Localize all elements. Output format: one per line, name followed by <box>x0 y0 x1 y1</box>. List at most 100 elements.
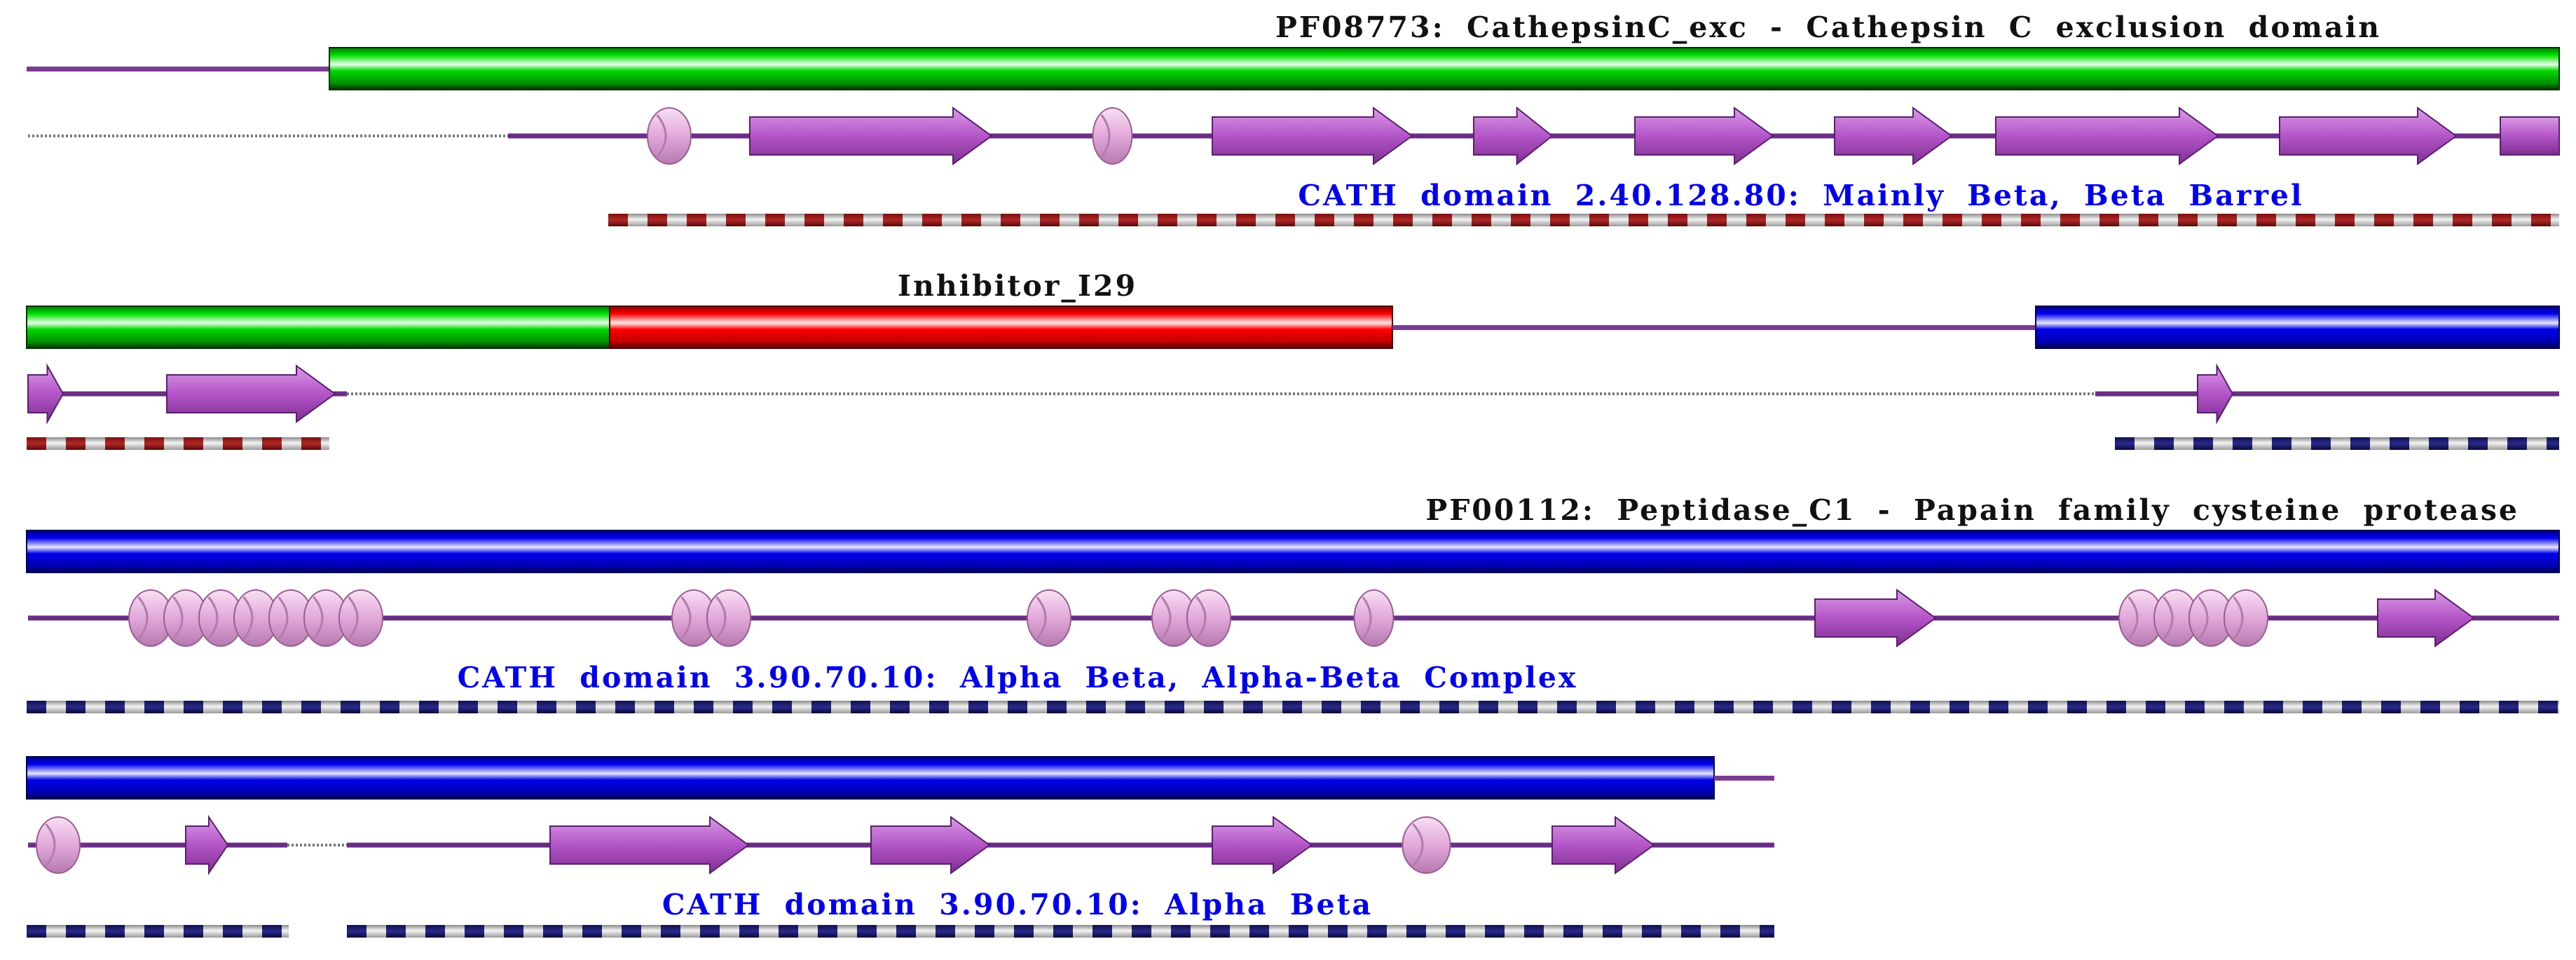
strand-arrow <box>2279 107 2458 165</box>
cath-bar-dash <box>262 925 282 938</box>
cath-bar-dash <box>2021 214 2041 226</box>
cath-bar-dash <box>2115 437 2135 450</box>
helix-turn-shade <box>1412 823 1424 868</box>
cath-bar-dash <box>1354 214 1373 226</box>
cath-bar-dash <box>419 701 439 713</box>
strand-segment <box>27 363 64 425</box>
cath-label-3-90-70-10-alpha-beta: CATH domain 3.90.70.10: Alpha Beta <box>662 888 1373 921</box>
helix-turn-shade <box>2233 596 2244 640</box>
helix-turn-shade <box>1036 596 1047 640</box>
cath-bar-dash <box>2311 437 2331 450</box>
cath-bar-dash <box>2460 701 2479 713</box>
cath-bar-dash <box>504 925 523 938</box>
cath-bar-dash <box>936 925 955 938</box>
cath-bar-dash <box>2350 437 2370 450</box>
cath-bar-dash <box>1675 701 1694 713</box>
cath-bar-dash <box>66 925 85 938</box>
cath-bar-dash <box>2256 214 2276 226</box>
cath-bar-dash <box>1982 214 2001 226</box>
helix-turn <box>1353 589 1395 647</box>
cath-bar-dash <box>2067 701 2087 713</box>
cath-bar-dash <box>2342 701 2362 713</box>
cath-bar-dash <box>2154 437 2174 450</box>
cath-bar-dash <box>1518 701 1537 713</box>
cath-bar-dash <box>1092 925 1112 938</box>
secondary-structure-track <box>27 363 2559 425</box>
cath-bar-dash <box>1943 214 1962 226</box>
strand-segment <box>1212 816 1313 875</box>
cath-bar-dash <box>1132 925 1151 938</box>
helix-turn <box>338 589 383 647</box>
pfam-label-peptidase-c1: PF00112: Peptidase_C1 - Papain family cy… <box>1425 493 2519 527</box>
cath-bar-dash <box>2507 437 2527 450</box>
cath-bar-dash <box>1322 701 1341 713</box>
strand-segment <box>749 107 993 165</box>
cath-bar-dash <box>1361 701 1381 713</box>
strand-segment <box>1814 589 1937 647</box>
strand-segment <box>1551 816 1655 875</box>
cath-bar-dash <box>2429 437 2448 450</box>
cath-bar-dash <box>1165 701 1184 713</box>
cath-bar-dash <box>105 701 125 713</box>
cath-bar-dash <box>1760 925 1774 938</box>
strand-arrow <box>1995 107 2219 165</box>
strand-segment <box>166 364 336 423</box>
helix-segment <box>647 107 692 165</box>
cath-bar-dash <box>1400 701 1420 713</box>
cath-bar-dash <box>576 701 596 713</box>
cath-bar-dash <box>537 701 556 713</box>
cath-bar-dash <box>543 925 563 938</box>
cath-bar-dash <box>1832 701 1851 713</box>
cath-bar-dash <box>765 214 785 226</box>
pfam-domain-cathepsinc-exc <box>329 47 2560 90</box>
cath-bar-dash <box>1393 214 1413 226</box>
strand-arrow <box>549 816 750 875</box>
secondary-structure-track <box>28 814 1774 876</box>
cath-bar-dash <box>2217 214 2237 226</box>
helix-turn-shade <box>242 596 254 640</box>
cath-bar-dash <box>2499 701 2519 713</box>
helix-turn-shade <box>680 596 692 640</box>
cath-bar-dash <box>1125 701 1145 713</box>
strand-segment <box>2279 107 2458 165</box>
row-2: Inhibitor_I29 <box>26 269 2560 450</box>
cath-bar-dash <box>2390 437 2409 450</box>
strand-arrow <box>870 816 991 875</box>
strand-segment <box>1212 107 1413 165</box>
cath-bar-dash <box>1563 925 1583 938</box>
cath-bar-dash <box>2193 437 2213 450</box>
pfam-label-cathepsinc-exc: PF08773: CathepsinC_exc - Cathepsin C ex… <box>1275 11 2381 44</box>
cath-domain-bar <box>27 437 329 450</box>
cath-bar-dash <box>739 925 759 938</box>
pfam-domain-inhibitor-i29 <box>609 306 1393 349</box>
cath-bar-dash <box>1204 701 1224 713</box>
cath-bar-dash <box>2272 437 2291 450</box>
cath-bar-dash <box>2028 701 2048 713</box>
cath-bar-dash <box>1681 925 1701 938</box>
strand-segment <box>549 816 750 875</box>
strand-arrow <box>2377 589 2475 647</box>
cath-bar-dash <box>2303 701 2322 713</box>
helix-segment <box>1402 816 1451 874</box>
helix-segment <box>128 589 383 647</box>
helix-segment <box>36 816 81 874</box>
cath-bar-dash <box>1989 701 2008 713</box>
cath-bar-dash <box>694 701 713 713</box>
cath-bar-dash <box>27 925 46 938</box>
cath-bar-dash <box>184 437 203 450</box>
cath-bar-dash <box>341 701 360 713</box>
seq-line <box>1714 776 1774 781</box>
cath-bar-dash <box>961 214 981 226</box>
cath-bar-dash <box>1871 701 1891 713</box>
strand-segment <box>1995 107 2219 165</box>
helix-turn-shade <box>45 823 56 867</box>
cath-bar-dash <box>1629 214 1648 226</box>
cath-bar-dash <box>1086 701 1106 713</box>
cath-bar-dash <box>105 437 125 450</box>
cath-bar-dash <box>498 701 517 713</box>
cath-bar-dash <box>1557 701 1577 713</box>
cath-bar-base <box>2115 437 2559 450</box>
helix-turn <box>36 816 81 874</box>
cath-bar-dash <box>655 701 674 713</box>
helix-turn-shade <box>715 596 727 640</box>
